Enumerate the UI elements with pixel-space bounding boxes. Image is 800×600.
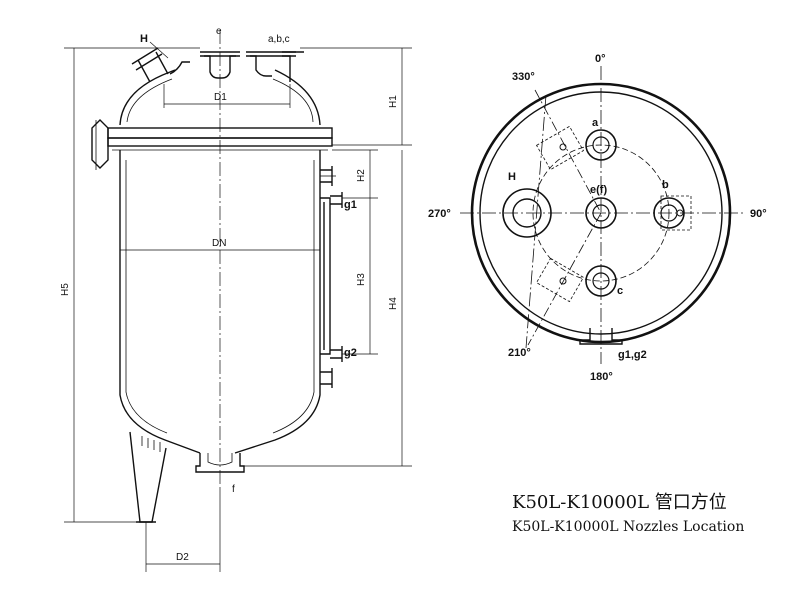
label-d1: D1 — [214, 92, 227, 103]
nozzle-ef-outer — [585, 197, 617, 229]
angle-0: 0° — [595, 53, 606, 65]
nozzle-abc — [250, 55, 291, 82]
label-h: H — [140, 33, 148, 45]
nozzle-c-inner — [592, 272, 610, 290]
nozzle-g2 — [330, 346, 343, 362]
label-h2: H2 — [356, 169, 367, 182]
leg-gussets — [141, 436, 161, 452]
axis-330-line — [534, 89, 602, 214]
nozzle-label-h: H — [508, 171, 516, 183]
vessel-shell-inner — [125, 160, 315, 434]
label-dn: DN — [212, 238, 226, 249]
title-chinese: K50L-K10000L 管口方位 — [512, 492, 727, 513]
nozzle-b-dot — [676, 209, 684, 217]
side-view-dimensions — [64, 30, 412, 572]
label-h3: H3 — [356, 273, 367, 286]
top-head — [119, 69, 321, 126]
label-h1: H1 — [388, 95, 399, 108]
leader-h — [149, 41, 169, 59]
angle-180: 180° — [590, 371, 613, 383]
axis-330-210 — [525, 94, 547, 349]
angle-90: 90° — [750, 208, 767, 220]
nozzle-g1g2 — [579, 328, 623, 345]
top-head-inner — [126, 78, 314, 123]
nozzle-label-a: a — [592, 117, 599, 129]
angle-210: 210° — [508, 347, 531, 359]
nozzle-h-outer — [502, 188, 552, 238]
nozzle-c-outer — [585, 265, 617, 297]
nozzle-a-outer — [585, 129, 617, 161]
axis-210-line — [527, 212, 602, 346]
label-g1: g1 — [344, 199, 357, 211]
nozzle-label-ef: e(f) — [590, 184, 607, 196]
top-view — [460, 66, 746, 364]
nozzle-h — [131, 47, 169, 83]
label-g2: g2 — [344, 347, 357, 359]
label-d2: D2 — [176, 552, 189, 563]
nozzle-b-dashed-box — [660, 195, 692, 231]
side-clamp — [91, 119, 109, 169]
label-f: f — [232, 484, 235, 495]
side-view-labels: H e a,b,c D1 H1 H2 g1 DN H3 H4 H5 g2 f D… — [60, 26, 399, 563]
angle-270: 270° — [428, 208, 451, 220]
top-view-labels: 0° 330° 270° 90° 210° 180° a b c e(f) H … — [428, 53, 767, 383]
nozzle-h-neck — [169, 61, 190, 75]
angle-330: 330° — [512, 71, 535, 83]
dashed-box-210 — [535, 257, 585, 303]
side-view — [91, 47, 343, 523]
jacket-channel — [320, 197, 331, 355]
dashed-box-330 — [535, 125, 585, 171]
nozzle-b-outer — [653, 197, 685, 229]
dot-330 — [559, 143, 567, 151]
vessel-shell — [119, 150, 321, 454]
nozzle-label-c: c — [617, 285, 623, 297]
dot-210 — [559, 277, 567, 285]
nozzle-h-inner — [512, 198, 542, 228]
nozzle-ef-inner — [592, 204, 610, 222]
side-nozzle-lower — [320, 368, 333, 388]
nozzle-label-g1g2: g1,g2 — [618, 349, 647, 361]
nozzle-label-b: b — [662, 179, 669, 191]
label-abc: a,b,c — [268, 34, 290, 45]
title-english: K50L-K10000L Nozzles Location — [512, 519, 745, 535]
nozzle-a-inner — [592, 136, 610, 154]
label-e: e — [216, 26, 222, 37]
label-h5: H5 — [60, 283, 71, 296]
label-h4: H4 — [388, 297, 399, 310]
nozzle-g1 — [330, 192, 343, 208]
